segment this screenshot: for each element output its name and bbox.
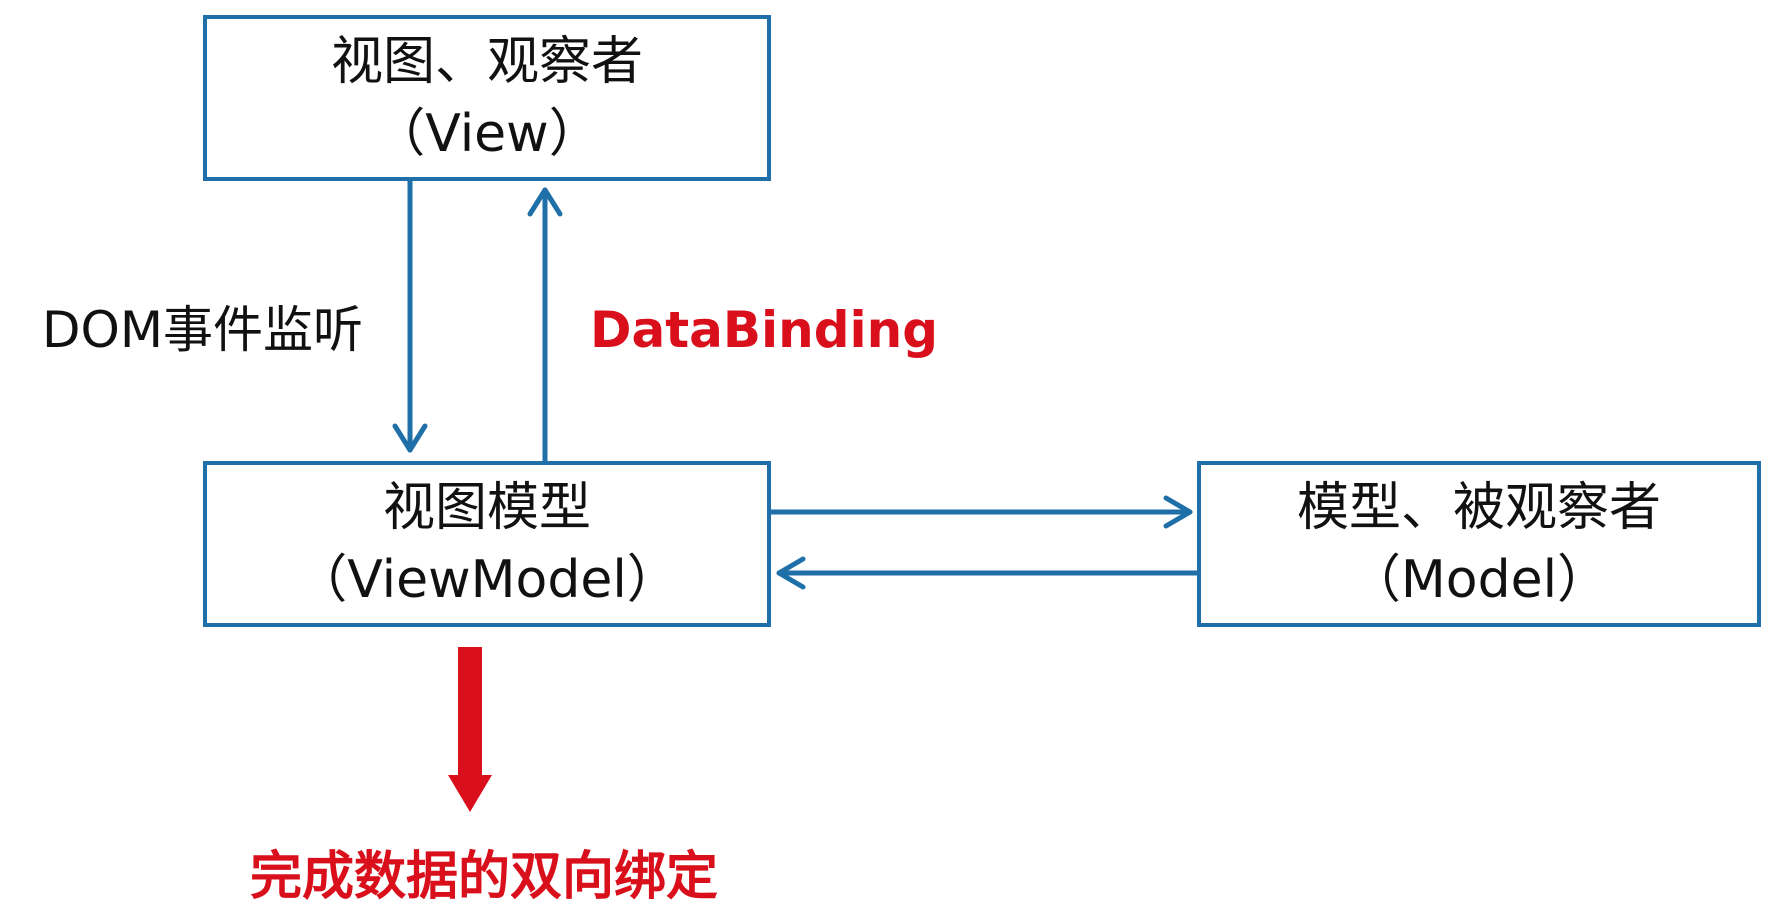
model-box-subtitle: （Model）: [1348, 550, 1610, 610]
result-label: 完成数据的双向绑定: [250, 847, 719, 907]
arrow-model-to-viewmodel: [776, 556, 1200, 590]
view-box: 视图、观察者 （View）: [203, 15, 771, 181]
viewmodel-box-title: 视图模型: [382, 478, 591, 538]
viewmodel-box-subtitle: （ViewModel）: [295, 550, 679, 610]
dom-event-label: DOM事件监听: [42, 301, 363, 359]
databinding-label: DataBinding: [590, 301, 939, 359]
result-arrow: [448, 647, 492, 812]
arrow-viewmodel-to-view: [527, 187, 563, 464]
arrow-viewmodel-to-model: [768, 495, 1193, 529]
model-box: 模型、被观察者 （Model）: [1197, 461, 1761, 627]
viewmodel-box: 视图模型 （ViewModel）: [203, 461, 771, 627]
view-box-subtitle: （View）: [373, 104, 601, 164]
arrow-view-to-viewmodel: [392, 178, 428, 453]
view-box-title: 视图、观察者: [330, 32, 643, 92]
model-box-title: 模型、被观察者: [1296, 478, 1661, 538]
